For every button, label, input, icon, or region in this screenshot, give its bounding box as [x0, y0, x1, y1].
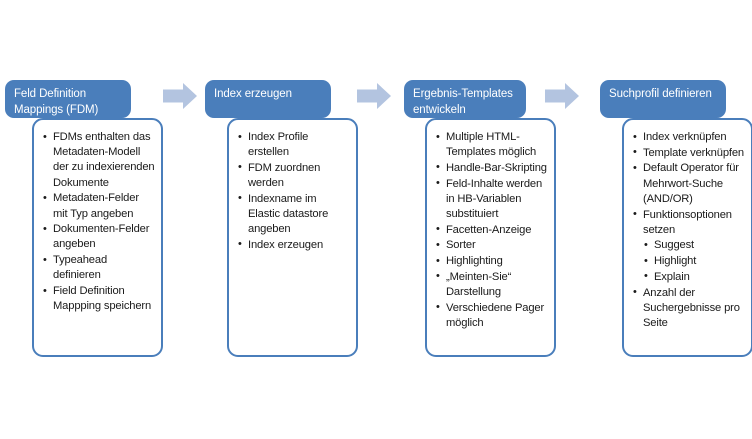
- list-item: Highlight: [632, 254, 745, 269]
- stage-1-header[interactable]: Feld Definition Mappings (FDM): [5, 80, 131, 118]
- stage-3-body: Multiple HTML-Templates möglich Handle-B…: [425, 118, 556, 357]
- stage-1-title: Feld Definition Mappings (FDM): [14, 88, 99, 116]
- list-item: Index Profile erstellen: [237, 129, 350, 160]
- list-item: Funktionsoptionen setzen: [632, 207, 745, 238]
- list-item: Index erzeugen: [237, 237, 350, 253]
- list-item: Field Definition Mappping speichern: [42, 284, 155, 314]
- stage-4-title: Suchprofil definieren: [609, 88, 712, 100]
- stage-3-header[interactable]: Ergebnis-Templates entwickeln: [404, 80, 526, 118]
- stage-2-body: Index Profile erstellen FDM zuordnen wer…: [227, 118, 358, 357]
- list-item: Suggest: [632, 238, 745, 253]
- stage-3-bullet-list: Multiple HTML-Templates möglich Handle-B…: [435, 129, 548, 331]
- stage-2-header[interactable]: Index erzeugen: [205, 80, 331, 118]
- list-item: Default Operator für Mehrwort-Suche (AND…: [632, 161, 745, 207]
- list-item: FDM zuordnen werden: [237, 160, 350, 191]
- arrow-right-icon-3: [545, 83, 579, 109]
- list-item: Multiple HTML-Templates möglich: [435, 129, 548, 160]
- list-item: Explain: [632, 269, 745, 285]
- list-item: Typeahead definieren: [42, 253, 155, 283]
- list-item: Feld-Inhalte werden in HB-Variablen subs…: [435, 176, 548, 223]
- list-item: Anzahl der Suchergebnisse pro Seite: [632, 285, 745, 332]
- stage-4-body: Index verknüpfen Template verknüpfen Def…: [622, 118, 752, 357]
- stage-4-header[interactable]: Suchprofil definieren: [600, 80, 726, 118]
- list-item: Verschiedene Pager möglich: [435, 300, 548, 331]
- stage-1-bullet-list: FDMs enthalten das Metadaten-Modell der …: [42, 130, 155, 314]
- list-item: FDMs enthalten das Metadaten-Modell der …: [42, 130, 155, 191]
- arrow-right-icon-2: [357, 83, 391, 109]
- list-item: „Meinten-Sie“ Darstellung: [435, 269, 548, 300]
- arrow-right-icon-1: [163, 83, 197, 109]
- list-item: Metadaten-Felder mit Typ angeben: [42, 191, 155, 221]
- list-item: Template verknüpfen: [632, 145, 745, 161]
- list-item: Sorter: [435, 238, 548, 253]
- stage-4-bullet-list: Index verknüpfen Template verknüpfen Def…: [632, 129, 745, 332]
- stage-3-title: Ergebnis-Templates entwickeln: [413, 88, 513, 116]
- list-item: Handle-Bar-Skripting: [435, 160, 548, 176]
- list-item: Highlighting: [435, 254, 548, 269]
- list-item: Indexname im Elastic datastore angeben: [237, 191, 350, 238]
- list-item: Index verknüpfen: [632, 129, 745, 145]
- list-item: Dokumenten-Felder angeben: [42, 222, 155, 252]
- list-item: Facetten-Anzeige: [435, 222, 548, 238]
- stage-2-bullet-list: Index Profile erstellen FDM zuordnen wer…: [237, 129, 350, 253]
- stage-2-title: Index erzeugen: [214, 88, 292, 100]
- stage-1-body: FDMs enthalten das Metadaten-Modell der …: [32, 118, 163, 357]
